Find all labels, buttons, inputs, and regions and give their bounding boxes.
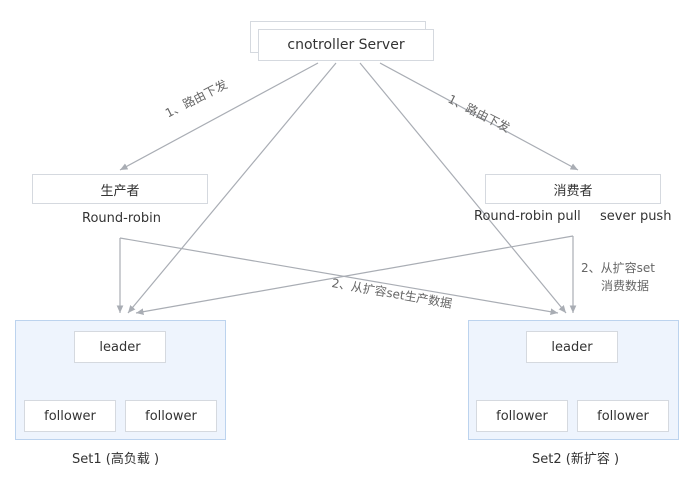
producer-label: 生产者 [100,183,140,199]
edge-server-to-producer [119,62,319,171]
set1-leader[interactable]: leader [74,331,166,363]
edge-producer-to-set2 [119,237,559,316]
server-box[interactable]: cnotroller Server [258,29,434,61]
edge-server-to-set2 [359,62,567,314]
set1-leader-label: leader [99,339,141,355]
consume-label-line2: 消费数据 [601,279,650,293]
set2-caption: Set2 (新扩容 ) [532,452,620,467]
producer-note: Round-robin [82,211,161,226]
server-label: cnotroller Server [287,37,405,53]
set2-leader[interactable]: leader [526,331,618,363]
consume-label-line1: 2、从扩容set [581,261,655,275]
consumer-note-push: sever push [600,209,672,224]
set2-leader-label: leader [551,339,593,355]
edge-server-to-set1 [127,62,337,314]
set2-follower-b-label: follower [597,408,649,424]
set2-follower-a-label: follower [496,408,548,424]
set1-follower-b-label: follower [145,408,197,424]
edge-server-to-consumer [379,62,579,171]
set1-follower-a[interactable]: follower [24,400,116,432]
set1-follower-b[interactable]: follower [125,400,217,432]
edge-consumer-to-set1 [135,235,574,315]
set2-follower-b[interactable]: follower [577,400,669,432]
consumer-note-pull: Round-robin pull [474,209,581,224]
set2-follower-a[interactable]: follower [476,400,568,432]
producer-box[interactable]: 生产者 [32,174,208,204]
set1-follower-a-label: follower [44,408,96,424]
consumer-box[interactable]: 消费者 [485,174,661,204]
set1-caption: Set1 (高负载 ) [72,452,160,467]
consumer-label: 消费者 [553,183,593,199]
